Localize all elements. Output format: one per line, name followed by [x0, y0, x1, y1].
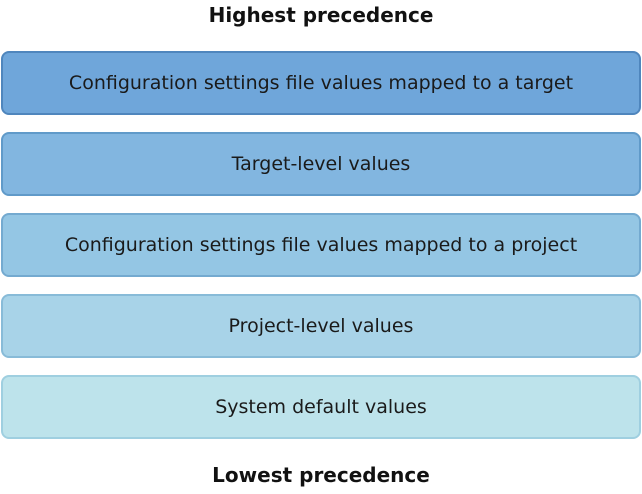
layer-target-level: Target-level values	[1, 132, 641, 196]
highest-precedence-label: Highest precedence	[208, 3, 434, 27]
precedence-stack: Configuration settings file values mappe…	[1, 51, 641, 439]
layer-project-level: Project-level values	[1, 294, 641, 358]
layer-config-file-project: Configuration settings file values mappe…	[1, 213, 641, 277]
layer-label: Target-level values	[231, 153, 411, 175]
layer-label: Configuration settings file values mappe…	[68, 72, 574, 94]
layer-label: System default values	[215, 396, 427, 418]
lowest-precedence-label: Lowest precedence	[212, 463, 430, 487]
layer-system-default: System default values	[1, 375, 641, 439]
layer-config-file-target: Configuration settings file values mappe…	[1, 51, 641, 115]
layer-label: Configuration settings file values mappe…	[64, 234, 578, 256]
layer-label: Project-level values	[228, 315, 414, 337]
